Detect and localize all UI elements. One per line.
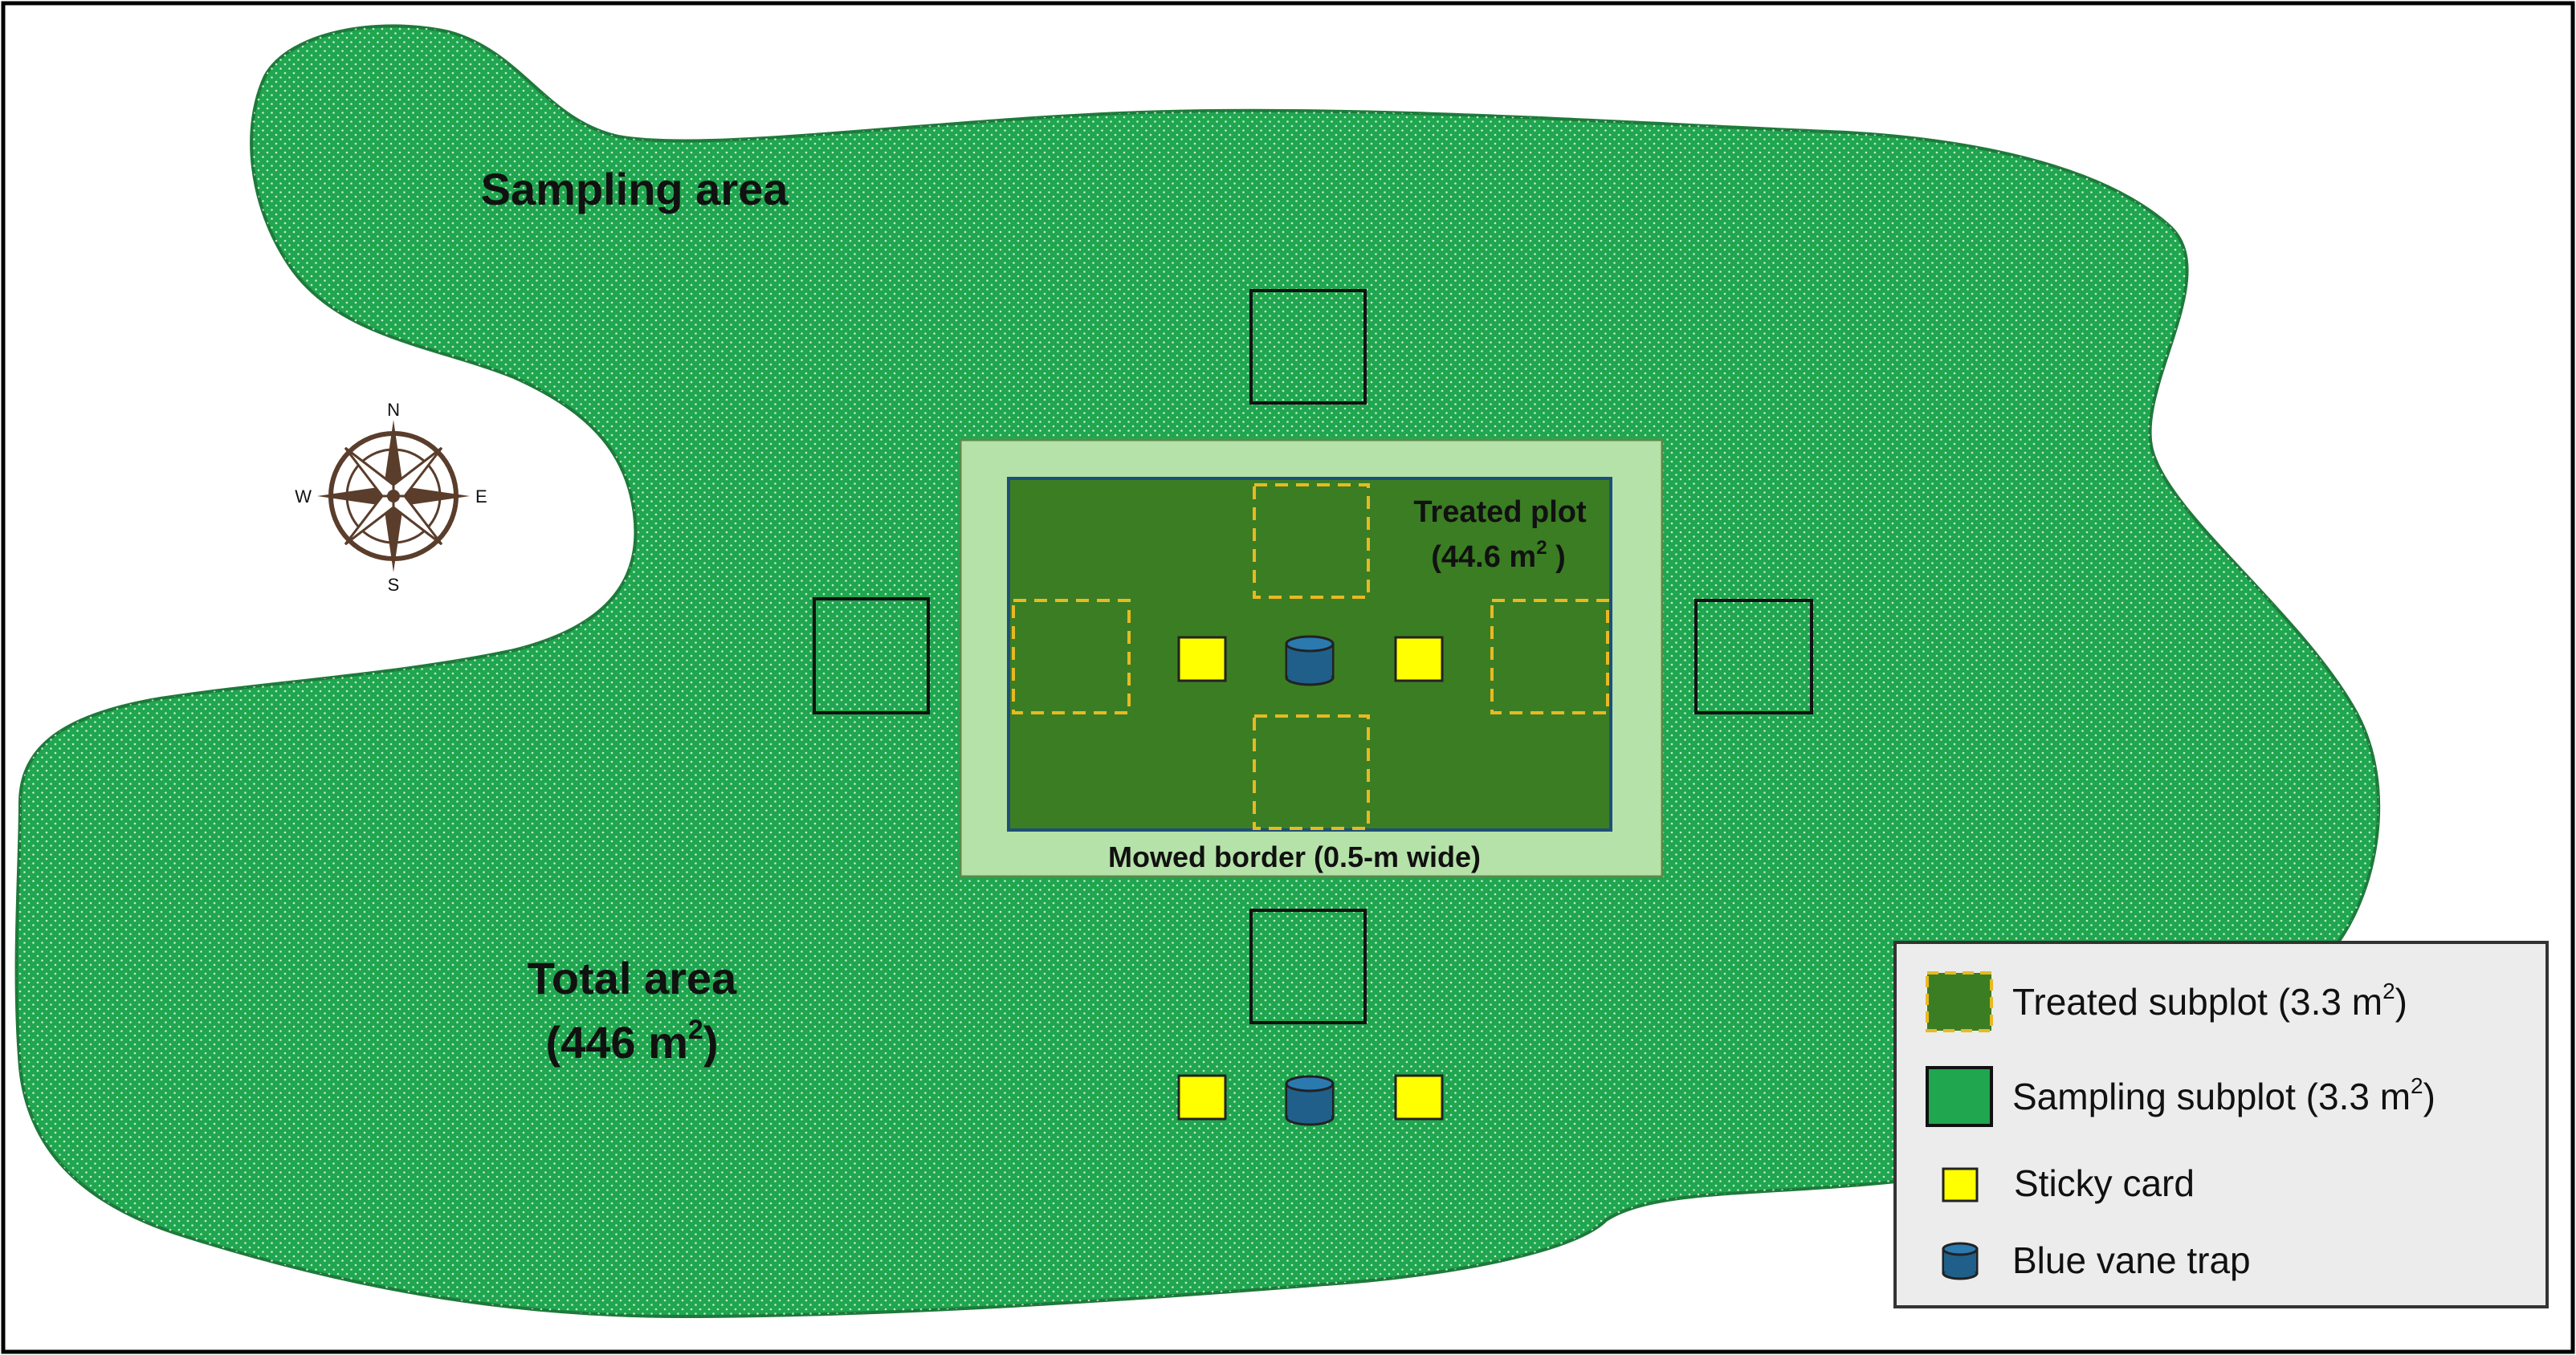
compass-rose-icon: N S E W	[295, 400, 487, 595]
total-area-label: Total area	[528, 953, 737, 1003]
sticky-card-icon	[1942, 1167, 1979, 1202]
treated-subplot-south	[1253, 714, 1370, 830]
sampling-subplot-west	[813, 597, 930, 714]
sticky-card-treated-right	[1394, 636, 1444, 682]
treated-plot-label: Treated plot	[1413, 495, 1587, 529]
legend-item-sampling-subplot: Sampling subplot (3.3 m2)	[2012, 1073, 2435, 1117]
total-area-value: (446 m2)	[545, 1015, 718, 1068]
sampling-subplot-south	[1249, 909, 1367, 1024]
sampling-subplot-swatch	[1926, 1066, 1993, 1127]
mowed-border-label: Mowed border (0.5-m wide)	[1108, 840, 1481, 873]
treated-subplot-east	[1490, 599, 1609, 714]
sticky-card-treated-left	[1177, 636, 1227, 682]
compass-n-label: N	[387, 400, 400, 420]
compass-w-label: W	[295, 486, 312, 507]
sampling-area-label: Sampling area	[481, 164, 789, 214]
treated-subplot-swatch	[1926, 971, 1993, 1032]
legend-item-blue-vane-trap: Blue vane trap	[2012, 1239, 2251, 1281]
sampling-subplot-east	[1694, 599, 1813, 714]
legend-item-treated-subplot: Treated subplot (3.3 m2)	[2012, 979, 2407, 1023]
legend-item-sticky-card: Sticky card	[2014, 1162, 2195, 1204]
compass-s-label: S	[388, 575, 400, 595]
blue-vane-trap-treated	[1285, 635, 1335, 686]
treated-subplot-west	[1012, 599, 1131, 714]
blue-vane-trap-icon	[1942, 1242, 1979, 1280]
compass-e-label: E	[475, 486, 487, 507]
legend-box	[1893, 941, 2549, 1308]
sticky-card-sampling-right	[1394, 1074, 1444, 1121]
treated-plot-value: (44.6 m2 )	[1431, 537, 1566, 574]
sampling-subplot-north	[1249, 289, 1367, 405]
sticky-card-sampling-left	[1177, 1074, 1227, 1121]
blue-vane-trap-sampling	[1285, 1075, 1335, 1126]
treated-subplot-north	[1253, 483, 1370, 599]
legend: Treated subplot (3.3 m2) Sampling subplo…	[1893, 941, 2549, 1308]
